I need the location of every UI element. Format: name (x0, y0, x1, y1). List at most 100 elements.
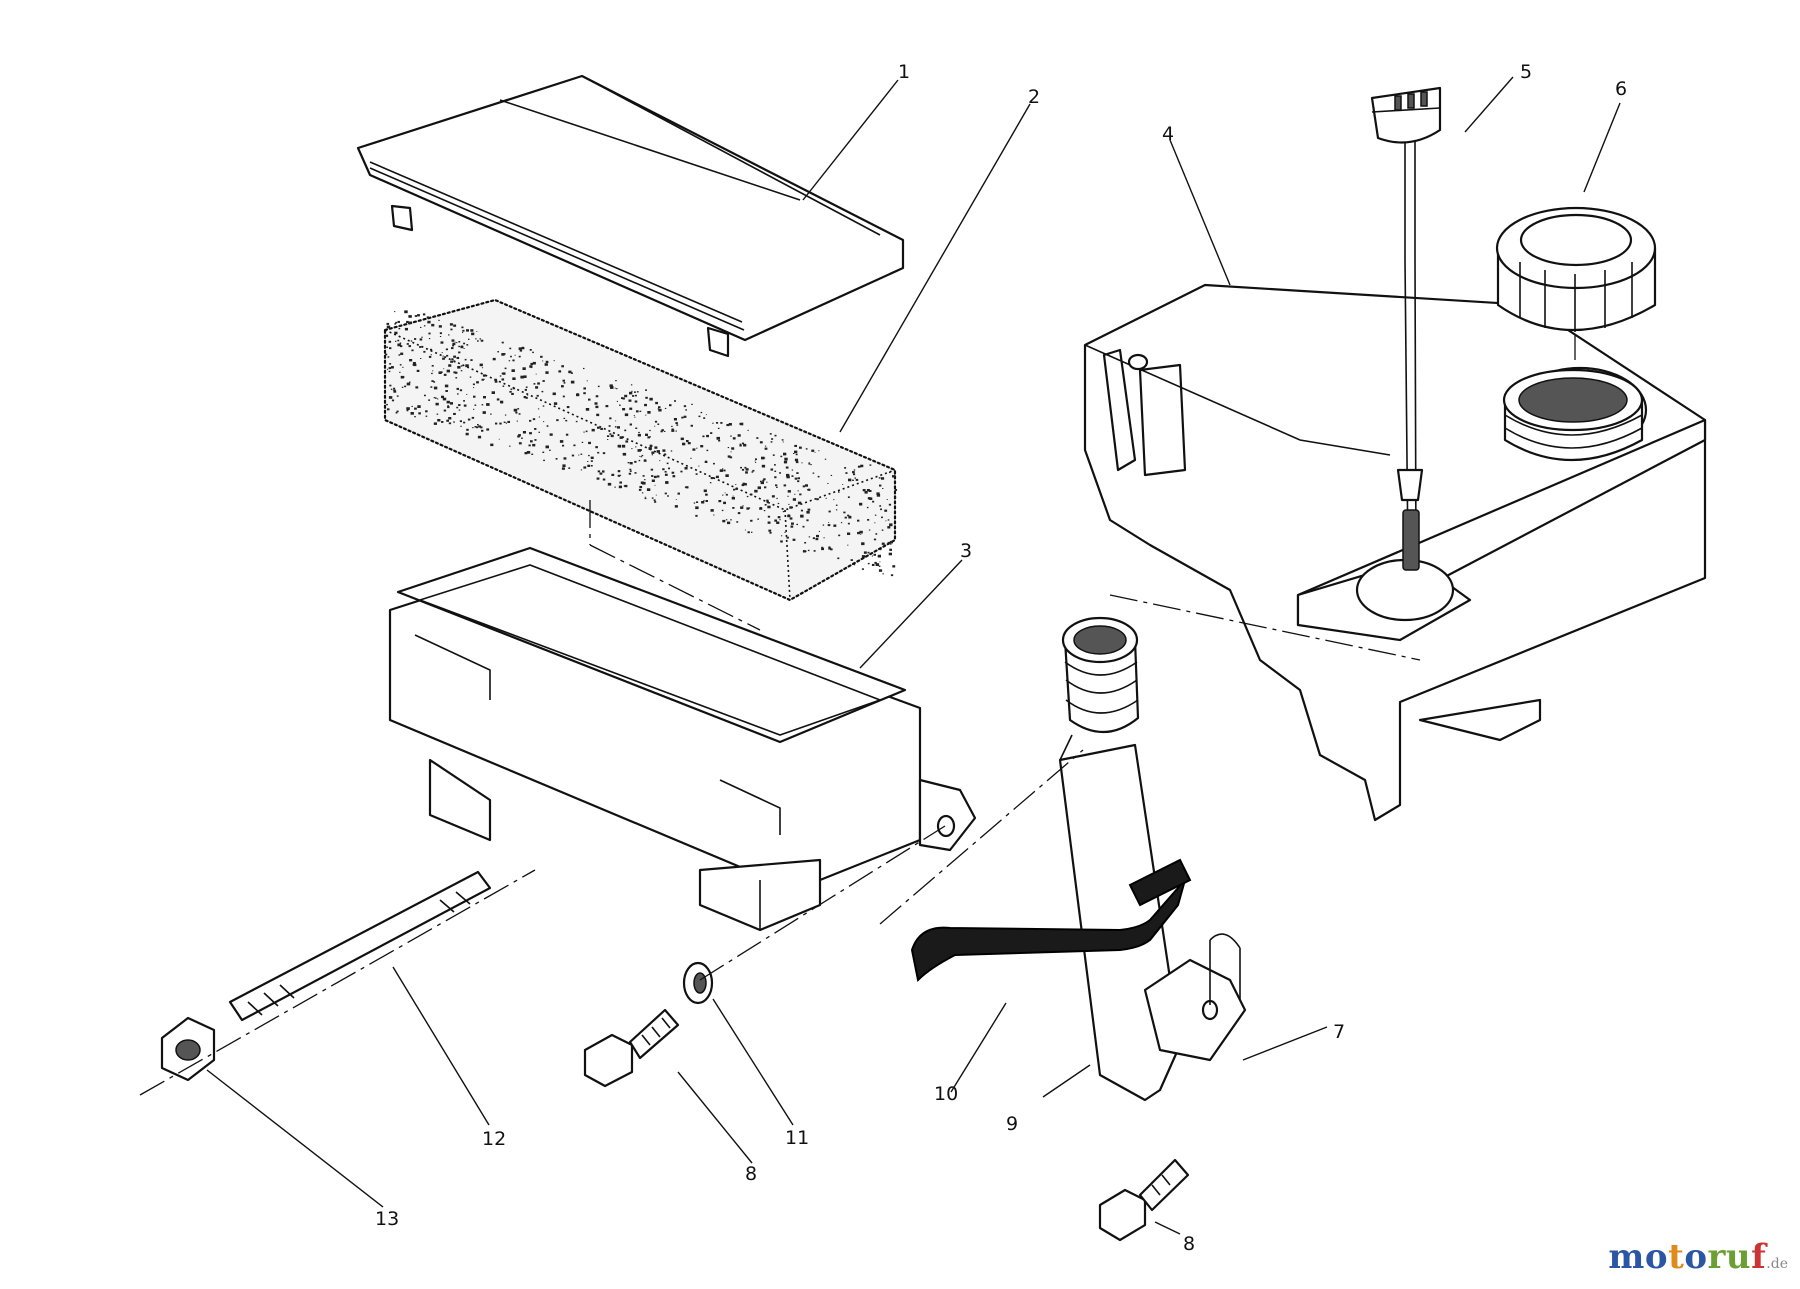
foam-speck (504, 414, 507, 416)
foam-speck (671, 425, 673, 427)
foam-speck (787, 514, 791, 518)
foam-speck (480, 426, 483, 429)
foam-speck (654, 420, 658, 423)
foam-speck (784, 531, 786, 533)
callout-13: 13 (375, 1208, 399, 1230)
foam-speck (743, 443, 747, 447)
watermark-letter: t (1668, 1237, 1685, 1277)
foam-speck (649, 429, 651, 432)
foam-speck (397, 339, 400, 342)
foam-speck (590, 456, 594, 459)
foam-speck (871, 563, 875, 566)
foam-speck (723, 469, 726, 472)
foam-speck (867, 562, 870, 565)
foam-speck (522, 431, 526, 434)
foam-speck (425, 415, 428, 417)
foam-speck (556, 419, 559, 422)
foam-speck (842, 484, 844, 485)
foam-speck (742, 505, 744, 507)
foam-speck (399, 342, 402, 344)
foam-speck (625, 440, 629, 443)
foam-speck (509, 390, 512, 393)
foam-speck (463, 421, 466, 424)
foam-speck (634, 472, 637, 474)
fuel-tank-neck (1502, 368, 1644, 461)
foam-speck (408, 345, 411, 348)
foam-speck (789, 517, 793, 520)
foam-speck (448, 417, 452, 420)
foam-speck (879, 505, 882, 507)
foam-speck (843, 511, 846, 514)
foam-speck (769, 532, 772, 534)
foam-speck (426, 316, 429, 319)
foam-speck (628, 399, 632, 402)
foam-speck (770, 468, 774, 471)
foam-speck (428, 338, 431, 340)
foam-speck (453, 371, 456, 374)
long-stud (228, 870, 492, 1022)
foam-speck (464, 358, 467, 361)
foam-speck (794, 477, 798, 480)
foam-speck (605, 405, 609, 408)
foam-speck (521, 437, 523, 439)
foam-speck (463, 404, 467, 407)
foam-speck (787, 490, 791, 493)
foam-speck (800, 509, 803, 512)
foam-speck (467, 418, 471, 421)
foam-speck (393, 390, 397, 393)
foam-speck (879, 484, 882, 487)
foam-speck (394, 331, 398, 335)
dipstick (1370, 86, 1442, 571)
foam-speck (737, 512, 741, 515)
washer (682, 961, 714, 1005)
fuel-line-hose (910, 858, 1192, 983)
foam-speck (650, 468, 654, 471)
foam-speck (595, 405, 599, 409)
foam-speck (889, 523, 893, 527)
foam-speck (746, 495, 749, 498)
foam-speck (518, 434, 521, 437)
foam-speck (644, 403, 647, 407)
foam-speck (854, 564, 856, 566)
foam-speck (619, 446, 621, 448)
foam-speck (741, 468, 745, 471)
foam-speck (514, 354, 516, 356)
foam-speck (468, 338, 470, 340)
foam-speck (713, 514, 715, 516)
foam-speck (703, 489, 707, 493)
foam-speck (482, 374, 486, 377)
foam-speck (861, 555, 866, 558)
foam-speck (655, 401, 658, 405)
foam-speck (448, 364, 452, 367)
foam-speck (774, 464, 776, 466)
foam-speck (583, 431, 585, 433)
foam-speck (546, 425, 549, 427)
foam-speck (676, 424, 679, 426)
foam-speck (638, 434, 641, 437)
fuel-fill-tube (1058, 616, 1247, 1102)
foam-speck (439, 332, 442, 335)
foam-speck (472, 383, 475, 386)
foam-speck (498, 381, 500, 383)
foam-speck (445, 390, 448, 392)
foam-speck (781, 439, 784, 441)
foam-speck (475, 426, 479, 429)
foam-speck (794, 450, 798, 454)
foam-speck (660, 430, 663, 433)
foam-speck (518, 347, 522, 350)
foam-speck (763, 457, 766, 459)
foam-speck (562, 464, 566, 467)
foam-speck (664, 492, 667, 495)
foam-speck (518, 442, 522, 445)
foam-speck (894, 489, 898, 491)
foam-speck (794, 458, 799, 462)
foam-speck (838, 491, 840, 493)
foam-speck (458, 341, 461, 343)
foam-speck (529, 349, 532, 351)
foam-speck (735, 487, 738, 490)
foam-speck (466, 344, 469, 346)
foam-speck (815, 538, 819, 541)
foam-speck (847, 544, 849, 546)
foam-speck (453, 355, 456, 358)
foam-speck (610, 434, 614, 438)
